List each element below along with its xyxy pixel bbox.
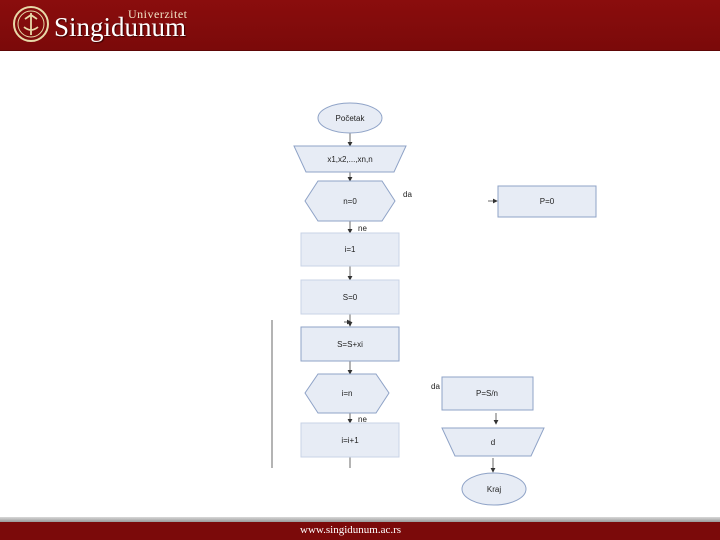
average-label: P=S/n: [476, 389, 498, 398]
condition-n-zero: n=0: [304, 180, 396, 222]
input-box: x1,x2,...,xn,n: [293, 145, 407, 173]
condition-i-n-label: i=n: [342, 389, 353, 398]
s-zero-label: S=0: [343, 293, 358, 302]
start-label: Početak: [336, 114, 366, 123]
start-terminal: Početak: [317, 102, 383, 134]
condition-i-n: i=n: [304, 373, 390, 414]
yes-label: da: [403, 190, 412, 199]
process-p-zero: P=0: [497, 185, 597, 218]
logo-subtitle: Univerzitet: [128, 7, 188, 21]
no-label-2: ne: [358, 415, 367, 424]
footer-url: www.singidunum.ac.rs: [300, 524, 402, 536]
singidunum-emblem-icon: [13, 6, 49, 42]
process-increment: i=i+1: [300, 422, 400, 458]
i-one-label: i=1: [345, 245, 356, 254]
footer-stripe: [0, 517, 720, 522]
yes-label-2: da: [431, 382, 440, 391]
output-box: d: [441, 427, 545, 457]
header-bar: Univerzitet Singidunum: [0, 0, 720, 51]
footer-bar: www.singidunum.ac.rs: [0, 522, 720, 540]
increment-label: i=i+1: [341, 436, 359, 445]
p-zero-label: P=0: [540, 197, 555, 206]
condition-n-zero-label: n=0: [343, 197, 357, 206]
no-label: ne: [358, 224, 367, 233]
logo-name: Singidunum: [54, 12, 187, 42]
input-label: x1,x2,...,xn,n: [327, 155, 372, 164]
end-label: Kraj: [487, 485, 501, 494]
output-label: d: [491, 438, 495, 447]
sum-label: S=S+xi: [337, 340, 363, 349]
process-average: P=S/n: [441, 376, 534, 411]
process-i-one: i=1: [300, 232, 400, 267]
process-s-zero: S=0: [300, 279, 400, 315]
end-terminal: Kraj: [461, 472, 527, 506]
process-sum: S=S+xi: [300, 326, 400, 362]
